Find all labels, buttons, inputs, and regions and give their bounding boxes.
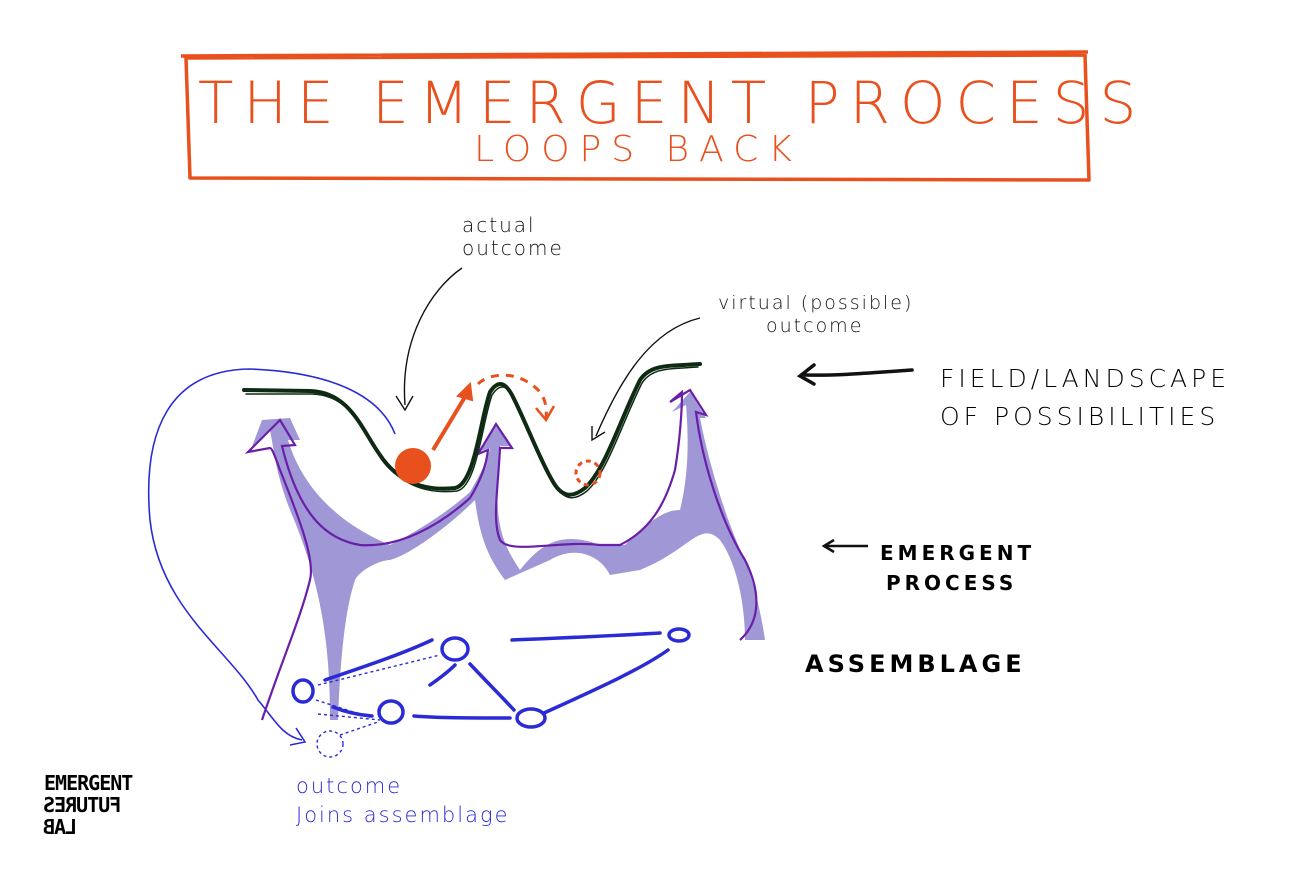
ball-arrowhead bbox=[456, 381, 474, 402]
virtual-pointer-head bbox=[591, 426, 606, 442]
node bbox=[515, 707, 547, 729]
field-arrowhead bbox=[796, 363, 816, 386]
virtual-line-1: virtual (possible) bbox=[718, 292, 914, 314]
landscape-curve bbox=[242, 362, 702, 497]
joins-dotted-links bbox=[315, 654, 441, 736]
edge bbox=[510, 631, 662, 642]
node bbox=[440, 636, 470, 662]
field-label: FIELD/LANDSCAPE OF POSSIBILITIES bbox=[940, 360, 1230, 436]
edge bbox=[542, 648, 670, 715]
field-line-1: FIELD/LANDSCAPE bbox=[940, 364, 1231, 393]
edge bbox=[468, 662, 516, 712]
virtual-pointer bbox=[595, 317, 701, 437]
logo-line-1: EMERGENT bbox=[44, 771, 133, 795]
virtual-dash-head bbox=[535, 405, 556, 423]
edge bbox=[331, 705, 374, 718]
actual-outcome-label: actual outcome bbox=[462, 214, 564, 260]
joins-line-1: outcome bbox=[296, 774, 403, 798]
emergent-process-outline bbox=[244, 388, 758, 721]
actual-outcome-ball bbox=[395, 448, 431, 484]
logo-line-2: FUTURES bbox=[44, 793, 122, 817]
edge bbox=[428, 663, 457, 687]
title-box bbox=[180, 50, 1091, 182]
assemblage-label: ASSEMBLAGE bbox=[805, 650, 1026, 678]
loop-back-arrow bbox=[147, 368, 396, 741]
title-line-1: THE EMERGENT PROCESS bbox=[198, 69, 1147, 137]
virtual-outcome-circle bbox=[574, 459, 602, 487]
logo-line-3: LAB bbox=[44, 815, 78, 839]
emergent-arrowhead bbox=[821, 538, 835, 554]
virtual-dash-arc bbox=[476, 373, 548, 419]
joins-line-2: Joins assemblage bbox=[296, 803, 510, 827]
node bbox=[667, 627, 691, 643]
virtual-outcome-label: virtual (possible) outcome bbox=[718, 292, 913, 338]
loop-back-arrowhead bbox=[289, 727, 307, 746]
emergent-process-fill bbox=[250, 392, 765, 720]
field-arrow bbox=[803, 368, 914, 377]
node bbox=[377, 699, 405, 725]
edge bbox=[412, 714, 512, 720]
joined-outcome-circle bbox=[316, 730, 344, 758]
actual-line-1: actual bbox=[462, 213, 536, 237]
ball-arrow bbox=[431, 390, 470, 452]
emergent-line-1: EMERGENT bbox=[880, 541, 1036, 565]
emergent-line-2: PROCESS bbox=[886, 571, 1018, 595]
actual-pointer-head bbox=[395, 395, 414, 412]
assemblage-network bbox=[291, 627, 691, 729]
virtual-line-2: outcome bbox=[766, 315, 864, 337]
field-line-2: OF POSSIBILITIES bbox=[940, 402, 1220, 431]
joins-label: outcome Joins assemblage bbox=[296, 772, 509, 830]
edge bbox=[323, 638, 434, 682]
node bbox=[291, 678, 315, 704]
actual-line-2: outcome bbox=[462, 236, 564, 260]
actual-pointer bbox=[403, 267, 463, 406]
emergent-process-label: EMERGENT PROCESS bbox=[880, 538, 1035, 598]
emergent-futures-lab-logo: EMERGENT FUTURES LAB bbox=[44, 771, 164, 839]
title-line-2: LOOPS BACK bbox=[474, 129, 802, 170]
